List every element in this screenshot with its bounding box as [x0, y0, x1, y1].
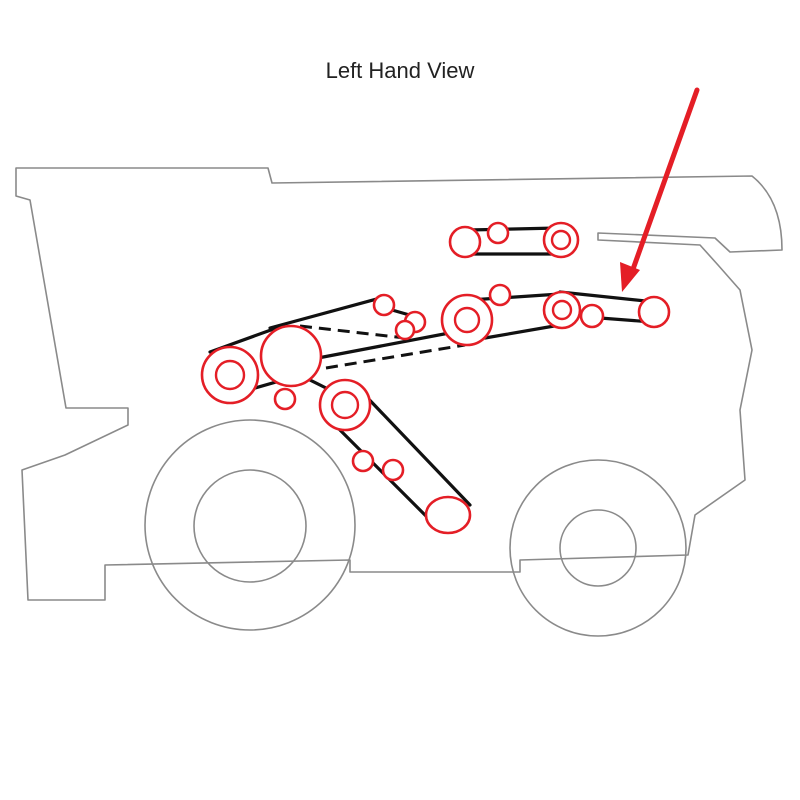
front-wheel-hub: [193, 469, 307, 583]
pulley-idler-mid: [394, 319, 416, 341]
pulley-lower: [318, 378, 372, 432]
machine-body-outline: [15, 167, 783, 601]
arrow-pointer-icon: [620, 87, 700, 292]
belt-dashed-lower: [325, 343, 466, 370]
pulley-far-right: [637, 295, 671, 329]
belt-top-upper: [466, 226, 560, 232]
belt-right-upper: [468, 292, 562, 302]
pulley-top-small: [486, 221, 510, 245]
belt-large-to-middle: [316, 328, 467, 360]
pulley-middle-small: [488, 283, 512, 307]
pulley-lower-small-a: [351, 449, 375, 473]
rear-wheel-hub: [559, 509, 637, 587]
pulley-idler-upper: [372, 293, 396, 317]
belt-down-left: [328, 418, 432, 522]
diagram-title: Left Hand View: [325, 58, 475, 83]
belt-upper-to-idler: [268, 295, 386, 330]
belt-right-lower: [483, 323, 562, 340]
belt-dashed-upper: [299, 324, 406, 340]
pulley-lower-inner: [330, 390, 360, 420]
rear-wheel: [509, 459, 687, 637]
pulley-main-large: [259, 324, 323, 388]
pulley-middle-inner: [453, 306, 481, 334]
front-wheel: [144, 419, 356, 631]
pulley-lower-small-b: [381, 458, 405, 482]
pulley-main-left-inner: [214, 359, 246, 391]
belt-right-top: [558, 290, 657, 304]
pulley-right-b: [579, 303, 605, 329]
pulley-top-right: [542, 221, 580, 259]
pulley-top-left: [448, 225, 482, 259]
belt-down-right: [358, 388, 472, 507]
pulleys: [200, 221, 671, 535]
pulley-middle: [440, 293, 494, 347]
pulley-small-below-main: [273, 387, 297, 411]
pulley-right-a: [542, 290, 582, 330]
pulley-bottom: [424, 495, 472, 535]
pulley-top-right-inner: [550, 229, 572, 251]
pulley-main-left: [200, 345, 260, 405]
pulley-right-a-inner: [551, 299, 573, 321]
